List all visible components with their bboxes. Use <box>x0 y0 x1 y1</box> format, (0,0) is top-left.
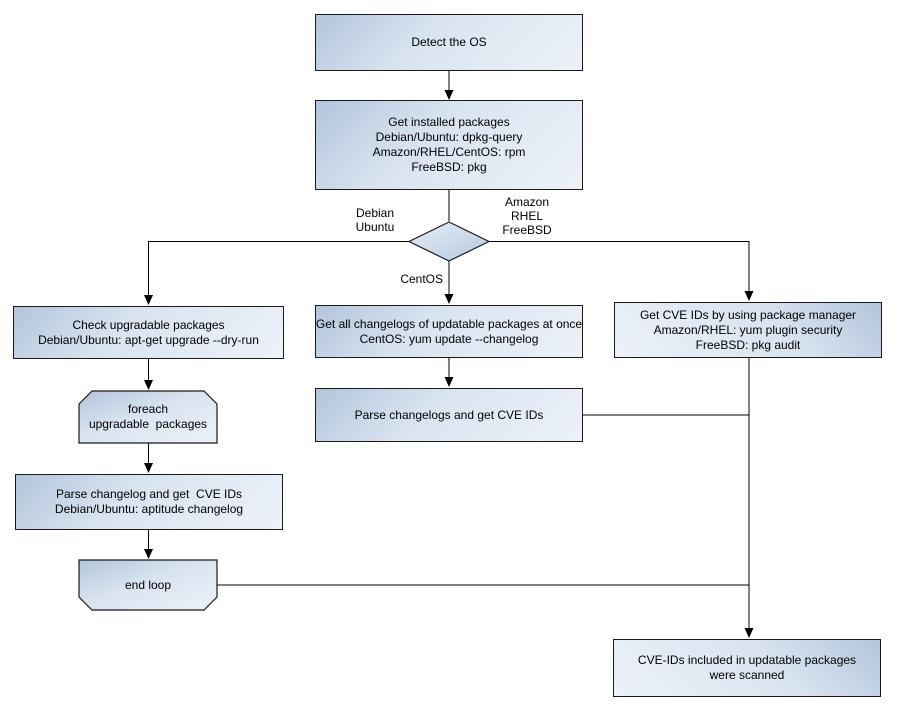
branch-label-amazon-rhel-freebsd: Amazon RHEL FreeBSD <box>502 195 552 237</box>
end-loop: end loop <box>79 560 217 610</box>
branch-label-centos: CentOS <box>400 272 443 286</box>
end-loop-label: end loop <box>124 577 172 592</box>
end-loop-shape <box>78 559 218 611</box>
foreach-loop-start-label: foreach upgradable packages <box>88 402 208 431</box>
node-get-all-changelogs: Get all changelogs of updatable packages… <box>315 305 583 358</box>
branch-label-debian-ubuntu: Debian Ubuntu <box>355 206 395 234</box>
foreach-loop-start-shape <box>78 390 218 444</box>
node-get-cve-ids-package-manager: Get CVE IDs by using package manager Ama… <box>614 302 882 358</box>
os-decision-diamond <box>407 221 491 262</box>
node-check-upgradable-packages: Check upgradable packages Debian/Ubuntu:… <box>13 306 284 359</box>
node-get-cve-ids-package-manager-label: Get CVE IDs by using package manager Ama… <box>639 307 857 352</box>
node-parse-changelogs: Parse changelogs and get CVE IDs <box>315 388 583 442</box>
node-cve-ids-scanned: CVE-IDs included in updatable packages w… <box>613 639 881 697</box>
node-get-installed-packages: Get installed packages Debian/Ubuntu: dp… <box>315 100 583 190</box>
node-check-upgradable-packages-label: Check upgradable packages Debian/Ubuntu:… <box>38 317 259 347</box>
node-get-all-changelogs-label: Get all changelogs of updatable packages… <box>315 316 583 346</box>
node-detect-os-label: Detect the OS <box>411 35 487 49</box>
foreach-loop-start: foreach upgradable packages <box>79 391 217 443</box>
node-cve-ids-scanned-label: CVE-IDs included in updatable packages w… <box>637 653 857 682</box>
node-get-installed-packages-label: Get installed packages Debian/Ubuntu: dp… <box>372 115 526 174</box>
node-parse-changelogs-label: Parse changelogs and get CVE IDs <box>354 407 544 422</box>
edge-decision-to-get-cve-ids <box>489 241 754 301</box>
node-parse-changelog: Parse changelog and get CVE IDs Debian/U… <box>15 474 283 530</box>
edge-decision-to-check-upgradable <box>144 241 409 305</box>
node-parse-changelog-label: Parse changelog and get CVE IDs Debian/U… <box>54 487 244 516</box>
node-detect-os: Detect the OS <box>315 14 583 71</box>
